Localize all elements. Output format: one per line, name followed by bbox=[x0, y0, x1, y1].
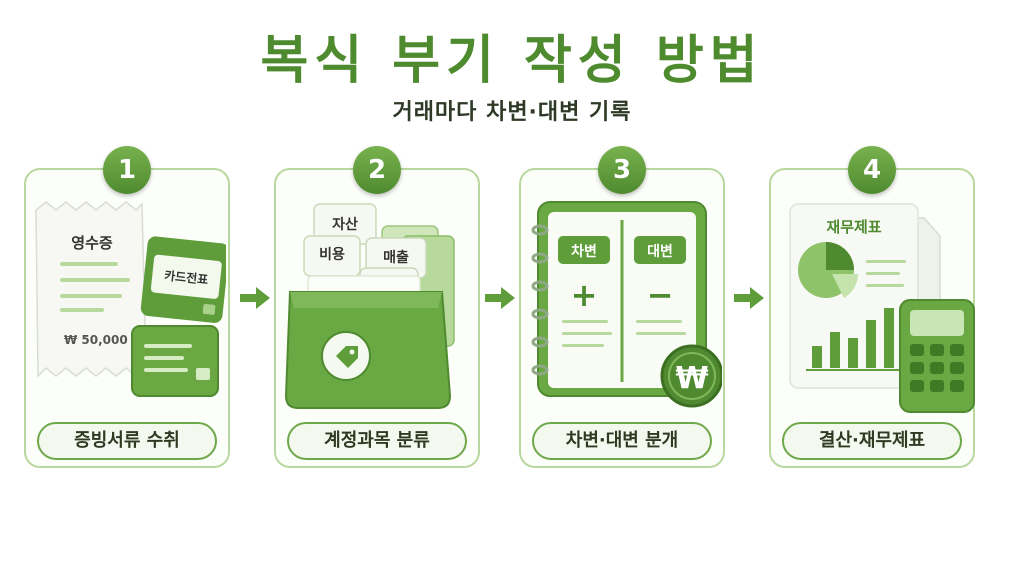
arrow-right-icon bbox=[240, 287, 270, 309]
svg-text:차변: 차변 bbox=[571, 244, 597, 260]
svg-text:₩: ₩ bbox=[675, 361, 708, 396]
svg-text:비용: 비용 bbox=[319, 247, 345, 263]
ledger-illustration: 차변 + 대변 − ₩ bbox=[531, 201, 722, 408]
calculator-icon bbox=[899, 299, 975, 413]
report-title: 재무제표 bbox=[826, 218, 881, 236]
bar-chart-icon bbox=[812, 308, 894, 368]
debit-tag bbox=[558, 236, 610, 264]
credit-tag bbox=[634, 236, 686, 264]
svg-text:자산: 자산 bbox=[332, 216, 358, 233]
card-slip-label: 카드전표 bbox=[164, 268, 209, 288]
step-badge-2: 2 bbox=[353, 146, 401, 194]
plus-icon: + bbox=[571, 276, 598, 314]
tab-asset: 자산 bbox=[313, 203, 377, 245]
arrow-right-icon bbox=[734, 287, 764, 309]
financial-report-illustration: 재무제표 bbox=[789, 203, 975, 413]
pie-chart-icon bbox=[798, 242, 858, 298]
page-subtitle: 거래마다 차변·대변 기록 bbox=[392, 100, 632, 125]
card-slip-icon: 카드전표 bbox=[140, 236, 226, 323]
minus-icon: − bbox=[647, 276, 674, 314]
svg-text:대변: 대변 bbox=[647, 244, 673, 260]
arrow-right-icon bbox=[485, 287, 515, 309]
green-card-icon bbox=[131, 325, 219, 397]
svg-text:매출: 매출 bbox=[383, 249, 409, 266]
folder-illustration: 자산 비용 매출 자본 bbox=[284, 203, 455, 409]
step-label-4: 결산·재무제표 bbox=[782, 422, 962, 460]
receipt-title: 영수증 bbox=[71, 234, 113, 252]
receipt-card-illustration: 영수증 ₩ 50,000 카드전표 bbox=[35, 201, 226, 397]
step-badge-3: 3 bbox=[598, 146, 646, 194]
step-label-1: 증빙서류 수취 bbox=[37, 422, 217, 460]
receipt-icon bbox=[35, 201, 147, 378]
step-label-3: 차변·대변 분개 bbox=[532, 422, 712, 460]
step-label-2: 계정과목 분류 bbox=[287, 422, 467, 460]
page-title: 복식 부기 작성 방법 bbox=[260, 31, 764, 91]
won-coin-icon bbox=[660, 344, 722, 408]
tab-expense: 비용 bbox=[303, 235, 361, 277]
step-badge-4: 4 bbox=[848, 146, 896, 194]
step-badge-1: 1 bbox=[103, 146, 151, 194]
receipt-amount: ₩ 50,000 bbox=[64, 333, 128, 347]
